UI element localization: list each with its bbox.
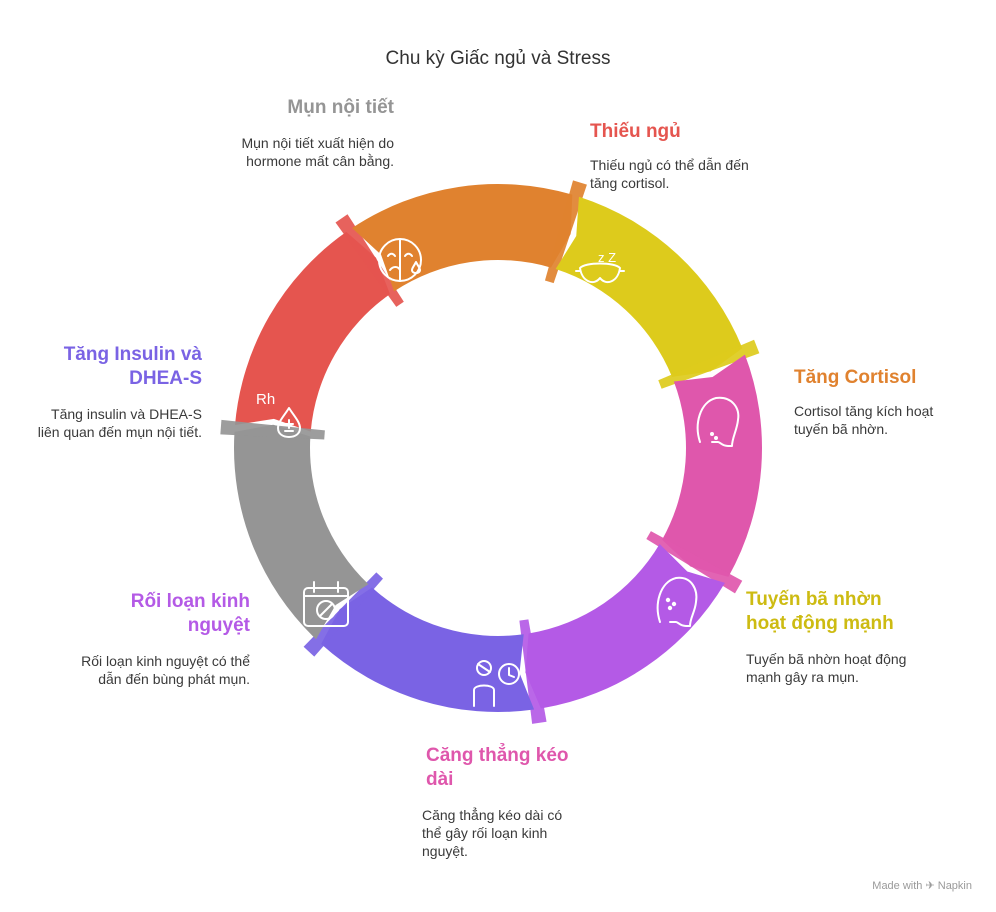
stage-desc-mun-noi-tiet: Mụn nội tiết xuất hiện do hormone mất câ… bbox=[241, 135, 394, 169]
stage-desc-tuyen-ba-nhon: Tuyến bã nhờn hoạt động mạnh gây ra mụn. bbox=[746, 651, 907, 685]
ring-connector-tuyen-ba-nhon bbox=[658, 339, 760, 389]
stage-title-cang-thang: Căng thẳng kéo dài bbox=[426, 745, 569, 790]
stage-desc-cang-thang: Căng thẳng kéo dài có thể gây rối loạn k… bbox=[422, 807, 563, 859]
stage-title-tang-cortisol: Tăng Cortisol bbox=[794, 367, 917, 388]
stage-icons: z Z bbox=[256, 238, 740, 707]
stage-desc-roi-loan: Rối loạn kinh nguyệt có thể dẫn đến bùng… bbox=[81, 653, 250, 687]
ring-segment-thieu-ngu bbox=[235, 231, 390, 432]
ring-segment-mun-noi-tiet bbox=[234, 424, 369, 640]
sleep-z-small: z Z bbox=[598, 250, 616, 265]
stress-person-clock-icon bbox=[473, 660, 520, 707]
ring-segment-roi-loan bbox=[525, 544, 725, 709]
ring-connector-tang-cortisol bbox=[544, 180, 587, 284]
cycle-ring bbox=[220, 180, 763, 724]
stage-desc-thieu-ngu: Thiếu ngủ có thể dẫn đến tăng cortisol. bbox=[590, 157, 749, 191]
stage-title-tuyen-ba-nhon: Tuyến bã nhờn hoạt động mạnh bbox=[746, 589, 894, 634]
ring-connector-thieu-ngu bbox=[335, 214, 404, 307]
diagram-title: Chu kỳ Giấc ngủ và Stress bbox=[385, 48, 611, 69]
ring-segment-tuyen-ba-nhon bbox=[555, 196, 743, 377]
ring-connector-mun-noi-tiet bbox=[220, 419, 325, 440]
napkin-watermark: Made with ✈ Napkin bbox=[872, 880, 972, 892]
ring-connector-cang-thang bbox=[646, 531, 743, 594]
stage-title-roi-loan: Rối loạn kinh nguyệt bbox=[130, 591, 250, 636]
stage-title-insulin: Tăng Insulin và DHEA-S bbox=[63, 344, 202, 389]
sad-face-icon bbox=[378, 238, 422, 282]
stage-desc-insulin: Tăng insulin và DHEA-S liên quan đến mụn… bbox=[37, 406, 202, 440]
stage-desc-tang-cortisol: Cortisol tăng kích hoạt tuyến bã nhờn. bbox=[794, 403, 934, 437]
face-profile-icon bbox=[696, 396, 740, 447]
hormone-drop-icon: Rh bbox=[256, 391, 301, 438]
stage-title-thieu-ngu: Thiếu ngủ bbox=[590, 121, 681, 142]
ring-segment-tang-cortisol bbox=[352, 184, 573, 292]
sleep-mask-icon: z Z bbox=[575, 250, 625, 284]
ring-connector-insulin bbox=[303, 572, 383, 657]
ring-segment-cang-thang bbox=[662, 354, 763, 577]
calendar-cancel-icon bbox=[303, 581, 349, 627]
acne-face-icon bbox=[656, 576, 698, 627]
ring-connector-roi-loan bbox=[519, 619, 547, 724]
ring-segment-insulin bbox=[321, 587, 535, 712]
stage-title-mun-noi-tiet: Mụn nội tiết bbox=[287, 97, 394, 118]
rh-label: Rh bbox=[256, 391, 275, 408]
